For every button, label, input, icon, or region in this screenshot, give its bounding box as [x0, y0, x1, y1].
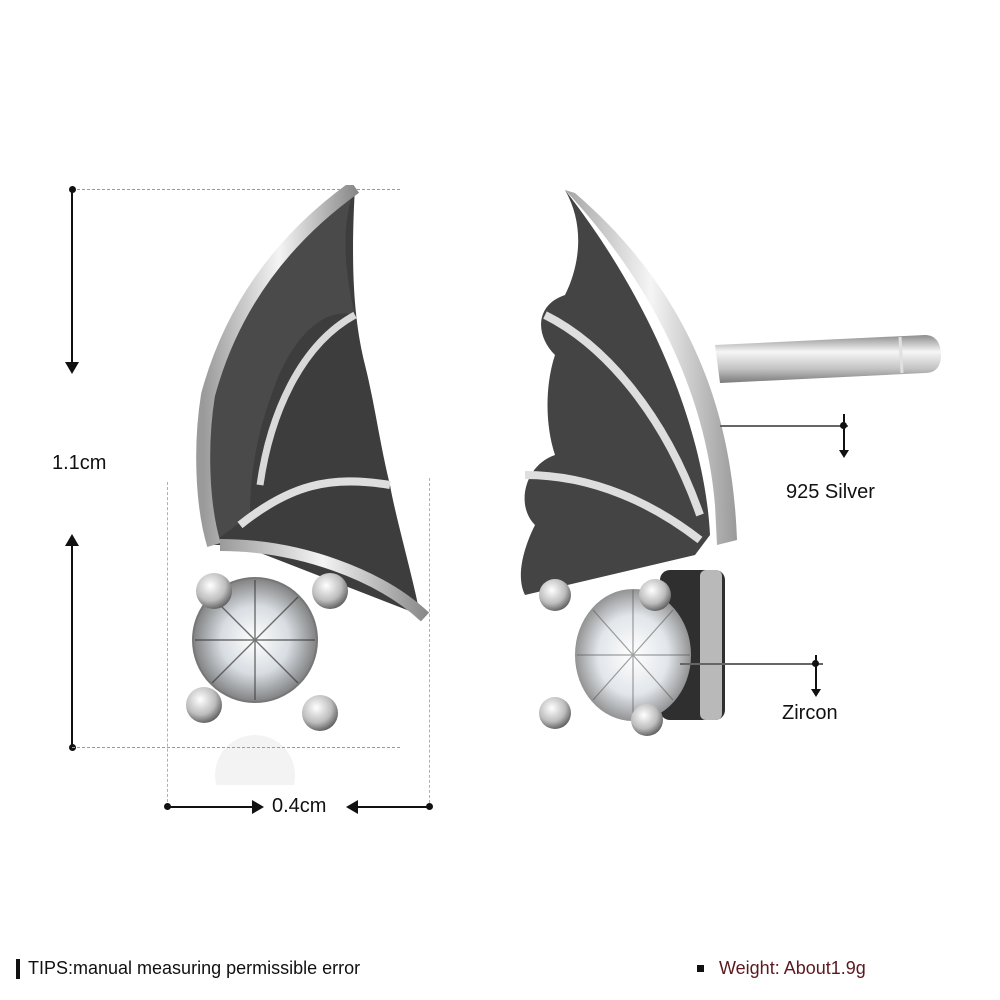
weight-note: Weight: About1.9g: [697, 958, 866, 979]
width-label: 0.4cm: [272, 795, 327, 817]
zircon-arrow-down-icon: [811, 689, 821, 697]
zircon-callout-stem: [815, 655, 817, 691]
silver-arrow-down-icon: [839, 450, 849, 458]
arrow-right-icon: [252, 800, 264, 814]
zircon-callout-line: [680, 663, 823, 665]
top-guide-dot: [69, 186, 76, 193]
earring-front-view: [186, 185, 430, 785]
arrow-down-icon: [65, 362, 79, 374]
weight-text: Weight: About1.9g: [719, 958, 866, 978]
height-arrow-bottom: [71, 542, 73, 748]
arrow-left-icon: [346, 800, 358, 814]
tips-text: TIPS:manual measuring permissible error: [28, 958, 361, 978]
left-width-guide: [167, 482, 168, 807]
width-arrow-left: [167, 806, 255, 808]
earring-side-view: [520, 190, 941, 736]
right-width-guide: [429, 478, 430, 808]
tips-marker: [16, 958, 20, 979]
silver-callout-line: [720, 425, 848, 427]
height-label: 1.1cm: [52, 452, 107, 474]
tips-note: TIPS:manual measuring permissible error: [16, 958, 360, 979]
silver-callout-stem: [843, 414, 845, 452]
stone-label: Zircon: [782, 702, 838, 724]
bottom-guide-line: [72, 747, 400, 748]
top-guide-line: [72, 189, 400, 190]
width-arrow-right: [356, 806, 430, 808]
height-arrow-top: [71, 189, 73, 369]
arrow-up-icon: [65, 534, 79, 546]
width-right-dot: [426, 803, 433, 810]
bullet-square-icon: [697, 965, 704, 972]
material-label: 925 Silver: [786, 481, 875, 503]
